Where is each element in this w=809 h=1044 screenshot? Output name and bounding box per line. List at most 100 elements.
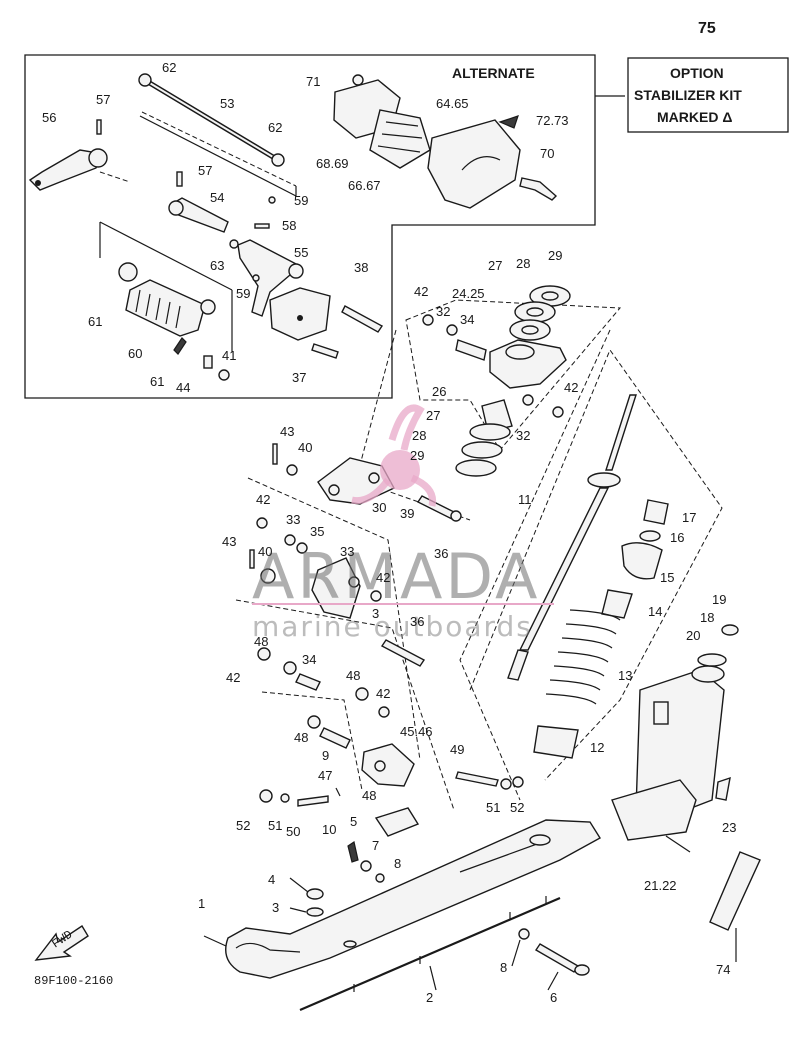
washers-18-20 [697, 624, 739, 667]
callout-11: 11 [518, 492, 532, 507]
callout-56: 56 [42, 110, 56, 125]
tie-rod-53 [138, 73, 285, 167]
callout-43: 43 [222, 534, 236, 549]
nut-42 [370, 590, 382, 602]
option-line-2: STABILIZER KIT [634, 87, 742, 103]
collar-32 [446, 324, 458, 336]
callout-41: 41 [222, 348, 236, 363]
callout-36: 36 [410, 614, 424, 629]
callout-8: 8 [500, 960, 507, 975]
washer-stack-upper [509, 285, 571, 341]
pin-43 [272, 443, 278, 465]
callout-36: 36 [434, 546, 448, 561]
callout-58: 58 [282, 218, 296, 233]
callout-54: 54 [210, 190, 224, 205]
collar-48 [355, 687, 369, 701]
bolt-6-head [574, 964, 590, 976]
guide-line [139, 115, 297, 197]
grip-60 [118, 262, 216, 337]
shock-housing-21-22 [611, 665, 725, 841]
callout-34: 34 [302, 652, 316, 667]
callout-leaders [203, 835, 737, 991]
pin-10 [347, 841, 359, 863]
washer-8 [375, 873, 385, 883]
callout-68-69: 68.69 [316, 156, 349, 171]
bolt-50 [297, 795, 329, 807]
callout-74: 74 [716, 962, 730, 977]
nut-42 [422, 314, 434, 326]
callout-29: 29 [548, 248, 562, 263]
callout-42: 42 [226, 670, 240, 685]
pin-43 [249, 549, 255, 569]
fwd-arrow-icon: FWD [34, 925, 89, 961]
callout-20: 20 [686, 628, 700, 643]
collar-33 [284, 534, 296, 546]
bracket-24-25 [489, 339, 567, 389]
washer-8 [518, 928, 530, 940]
callout-19: 19 [712, 592, 726, 607]
callout-57: 57 [198, 163, 212, 178]
bushing-9 [319, 727, 351, 749]
alternate-boot-66-67 [333, 74, 431, 169]
callout-40: 40 [258, 544, 272, 559]
callout-23: 23 [722, 820, 736, 835]
watermark-brand: ARMADA [252, 540, 540, 613]
callout-6: 6 [550, 990, 557, 1005]
collar-35 [296, 542, 308, 554]
callout-18: 18 [700, 610, 714, 625]
callout-9: 9 [322, 748, 329, 763]
callout-33: 33 [340, 544, 354, 559]
callout-57: 57 [96, 92, 110, 107]
steering-arm-56 [28, 148, 108, 191]
callout-43: 43 [280, 424, 294, 439]
callout-13: 13 [618, 668, 632, 683]
ski-bracket-45-46 [361, 743, 415, 787]
callout-27: 27 [488, 258, 502, 273]
upper-inset-frame [24, 54, 596, 399]
callout-48: 48 [346, 668, 360, 683]
callout-72-73: 72.73 [536, 113, 569, 128]
callout-numbers: 62 57 56 53 62 57 54 59 58 63 55 38 59 6… [42, 60, 736, 1005]
callout-61: 61 [88, 314, 102, 329]
callout-26: 26 [432, 384, 446, 399]
callout-48: 48 [362, 788, 376, 803]
callout-34: 34 [460, 312, 474, 327]
guide-dashed [235, 599, 455, 811]
guide-line [99, 221, 233, 291]
callout-16: 16 [670, 530, 684, 545]
callout-50: 50 [286, 824, 300, 839]
callout-15: 15 [660, 570, 674, 585]
bolt-49 [455, 771, 499, 787]
shock-parts-12-17 [533, 499, 669, 759]
callout-59: 59 [294, 193, 308, 208]
callout-32: 32 [436, 304, 450, 319]
callout-12: 12 [590, 740, 604, 755]
callout-42: 42 [256, 492, 270, 507]
callout-29: 29 [410, 448, 424, 463]
callout-60: 60 [128, 346, 142, 361]
callout-28: 28 [516, 256, 530, 271]
callout-37: 37 [292, 370, 306, 385]
callout-33: 33 [286, 512, 300, 527]
callout-24-25: 24.25 [452, 286, 485, 301]
shock-outline [469, 348, 723, 781]
option-line-1: OPTION [670, 65, 724, 81]
callout-27: 27 [426, 408, 440, 423]
callout-3: 3 [272, 900, 279, 915]
callout-63: 63 [210, 258, 224, 273]
armada-logo: ARMADA marine outboards [252, 404, 554, 643]
callout-44: 44 [176, 380, 190, 395]
drawing-code: 89F100-2160 [34, 974, 113, 988]
callout-42: 42 [376, 686, 390, 701]
nut-42 [257, 647, 271, 661]
callout-70: 70 [540, 146, 554, 161]
callout-14: 14 [648, 604, 662, 619]
callout-1: 1 [198, 896, 205, 911]
alternate-cover-64-65 [427, 119, 521, 209]
collar-32 [522, 394, 534, 406]
callout-59: 59 [236, 286, 250, 301]
alternate-label: ALTERNATE [452, 65, 535, 81]
callout-38: 38 [354, 260, 368, 275]
